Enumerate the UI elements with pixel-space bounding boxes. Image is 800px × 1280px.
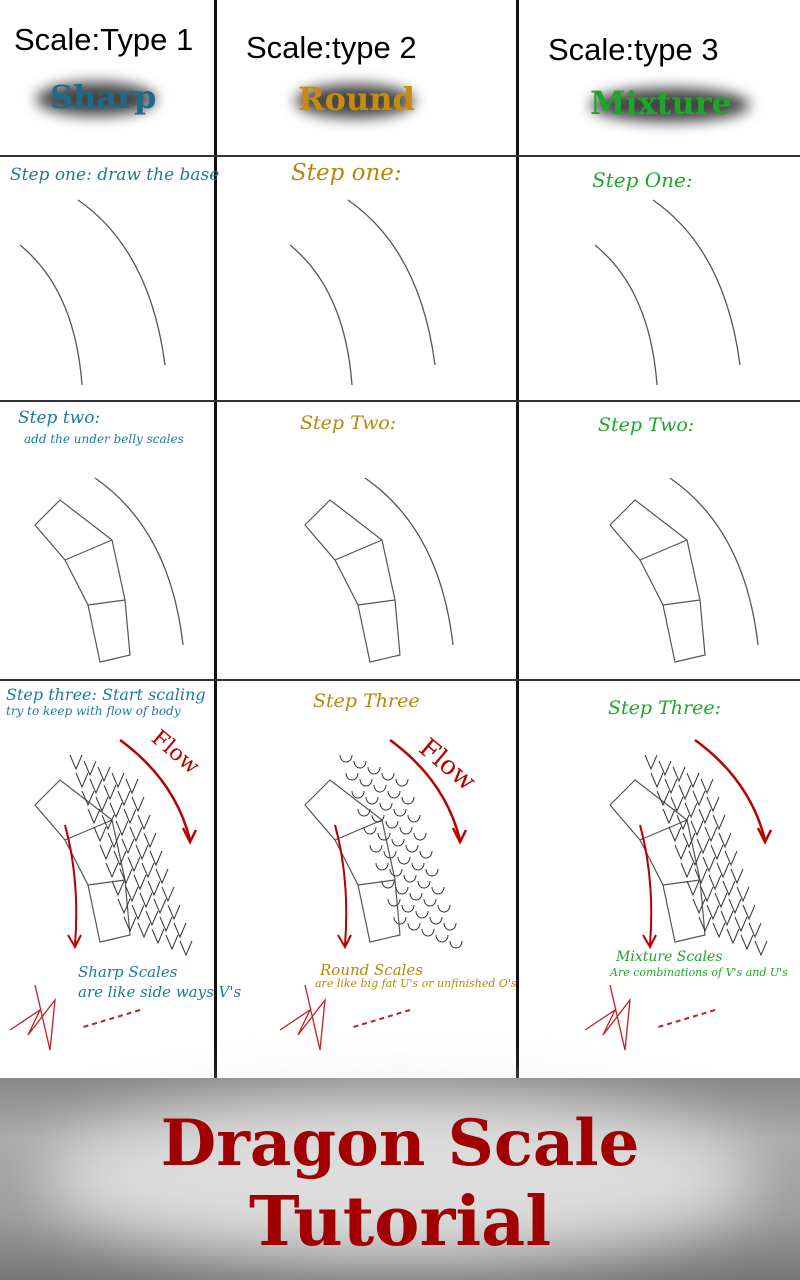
dashed-pointer-arrow [349, 1009, 411, 1029]
step-one-label: Step one: draw the base [10, 165, 220, 185]
scale-pattern [339, 754, 463, 949]
belly-scales [609, 499, 706, 663]
flow-arrow [639, 824, 657, 950]
note-sub: are like side ways V's [78, 983, 242, 1001]
step-three-sub: try to keep with flow of body [6, 704, 181, 718]
flow-arrow [64, 824, 82, 950]
note-title: Round Scales [320, 961, 424, 979]
step-three-label: Step Three: [608, 697, 721, 719]
sketch-layer [9, 199, 773, 1051]
step-three-label: Step Three [313, 690, 420, 712]
base-curve [652, 199, 741, 366]
belly-scales [34, 499, 131, 663]
belly-scales [304, 779, 401, 943]
scale-pattern [644, 754, 768, 957]
type-label-mixture: Mixture [590, 84, 732, 122]
flow-arrow [694, 738, 773, 845]
base-curve [347, 199, 436, 366]
title-line-1: Dragon Scale [160, 1106, 640, 1181]
belly-scales [304, 499, 401, 663]
dashed-pointer-arrow [654, 1009, 716, 1029]
example-scale-sketch [9, 984, 56, 1051]
step-one-label: Step One: [592, 168, 693, 192]
column-divider [516, 0, 519, 1080]
step-one-label: Step one: [291, 160, 402, 186]
dashed-pointer-arrow [79, 1009, 141, 1029]
type-label-round: Round [298, 80, 415, 118]
base-curve [594, 244, 658, 386]
label-smudge [36, 82, 156, 116]
note-title: Mixture Scales [616, 949, 723, 965]
title-line-2: Tutorial [248, 1182, 552, 1262]
row-divider [0, 155, 800, 157]
base-curve [19, 244, 83, 386]
column-2-heading: Scale:type 2 [246, 30, 417, 65]
step-two-label: Step Two: [300, 412, 397, 434]
example-scale-sketch [584, 984, 631, 1051]
belly-scales [609, 779, 706, 943]
flow-arrow [334, 824, 352, 950]
note-sub: Are combinations of V's and U's [610, 966, 788, 979]
scale-pattern [69, 754, 193, 957]
note-title: Sharp Scales [78, 963, 178, 981]
note-sub: are like big fat U's or unfinished O's [315, 977, 517, 990]
base-curve [289, 244, 353, 386]
step-two-sub: add the under belly scales [24, 432, 184, 446]
flow-arrow [119, 738, 198, 845]
title-banner [0, 1078, 800, 1280]
step-two-label: Step two: [18, 408, 101, 428]
belly-scales [34, 779, 131, 943]
base-curve [669, 477, 759, 646]
type-label-sharp: Sharp [50, 78, 157, 116]
flow-arrow [389, 738, 468, 845]
label-smudge [295, 84, 415, 118]
base-curve [364, 477, 454, 646]
column-divider [214, 0, 217, 1080]
step-three-label: Step three: Start scaling [6, 685, 206, 704]
example-scale-sketch [279, 984, 326, 1051]
label-smudge [590, 88, 750, 122]
base-curve [77, 199, 166, 366]
column-3-heading: Scale:type 3 [548, 32, 719, 67]
column-1-heading: Scale:Type 1 [14, 22, 194, 57]
row-divider [0, 400, 800, 402]
step-two-label: Step Two: [598, 414, 695, 436]
row-divider [0, 679, 800, 681]
base-curve [94, 477, 184, 646]
